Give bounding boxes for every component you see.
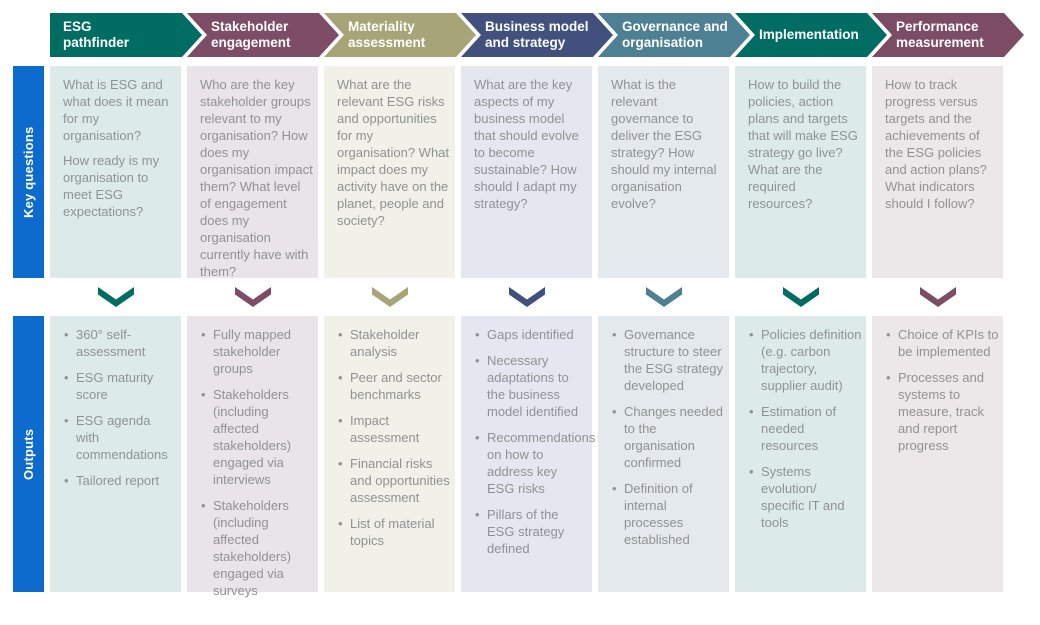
stage-header-cell: Materiality assessment [324, 13, 455, 57]
outputs-materiality-assessment: Stakeholder analysis Peer and sector ben… [324, 316, 455, 592]
stage-header-cell: ESG pathfinder [50, 13, 181, 57]
outputs-list: Fully mapped stakeholder groups Stakehol… [201, 326, 314, 599]
output-item: Stakeholders (including affected stakeho… [201, 386, 314, 488]
outputs-list: 360° self-assessment ESG maturity score … [64, 326, 177, 489]
stage-title: Performance measurement [896, 19, 984, 50]
chevron-cell [735, 287, 866, 307]
outputs-esg-pathfinder: 360° self-assessment ESG maturity score … [50, 316, 181, 592]
output-item: Choice of KPIs to be implemented [886, 326, 999, 360]
output-item: Estimation of needed resources [749, 403, 862, 454]
chevron-down-icon [371, 287, 408, 307]
output-item: Gaps identified [475, 326, 588, 343]
question-text: How ready is my organisation to meet ESG… [63, 153, 160, 219]
stage-title: Materiality assessment [348, 19, 426, 50]
output-item: List of material topics [338, 515, 451, 549]
output-item: Tailored report [64, 472, 177, 489]
chevron-cell [598, 287, 729, 307]
output-item: Necessary adaptations to the business mo… [475, 352, 588, 420]
outputs-list: Governance structure to steer the ESG st… [612, 326, 725, 548]
output-item: Financial risks and opportunities assess… [338, 455, 451, 506]
stage-header-implementation: Implementation [735, 13, 887, 57]
outputs-stakeholder-engagement: Fully mapped stakeholder groups Stakehol… [187, 316, 318, 598]
chevron-row-spacer [13, 287, 44, 307]
question-text: What is ESG and what does it mean for my… [63, 77, 169, 143]
output-item: Policies definition (e.g. carbon traject… [749, 326, 862, 394]
question-text: What is the relevant governance to deliv… [611, 77, 717, 211]
output-item: Stakeholders (including affected stakeho… [201, 497, 314, 599]
chevron-down-icon [919, 287, 956, 307]
question-text: Who are the key stakeholder groups relev… [200, 77, 313, 279]
key-questions-esg-pathfinder: What is ESG and what does it mean for my… [50, 66, 181, 278]
chevron-cell [324, 287, 455, 307]
chevron-down-icon [645, 287, 682, 307]
stage-title: Stakeholder engagement [211, 19, 291, 50]
output-item: Definition of internal processes establi… [612, 480, 725, 548]
stage-title: Implementation [759, 27, 859, 42]
question-text: What are the relevant ESG risks and oppo… [337, 77, 450, 228]
chevron-down-icon [782, 287, 819, 307]
output-item: ESG agenda with commendations [64, 412, 177, 463]
stage-header-cell: Implementation [735, 13, 866, 57]
stage-header-cell: Business model and strategy [461, 13, 592, 57]
esg-roadmap-diagram: ESG pathfinder Stakeholder engagement Ma… [13, 13, 1040, 598]
stage-header-cell: Stakeholder engagement [187, 13, 318, 57]
stage-header-cell: Performance measurement [872, 13, 1003, 57]
row-label-key-questions: Key questions [13, 66, 44, 278]
stage-header-materiality-assessment: Materiality assessment [324, 13, 476, 57]
chevron-down-icon [234, 287, 271, 307]
output-item: ESG maturity score [64, 369, 177, 403]
chevron-cell [187, 287, 318, 307]
output-item: Fully mapped stakeholder groups [201, 326, 314, 377]
key-questions-performance-measurement: How to track progress versus targets and… [872, 66, 1003, 278]
outputs-list: Gaps identified Necessary adaptations to… [475, 326, 595, 557]
output-item: Changes needed to the organisation confi… [612, 403, 725, 471]
output-item: Processes and systems to measure, track … [886, 369, 999, 454]
row-label-outputs: Outputs [13, 316, 44, 592]
stage-title: Business model and strategy [485, 19, 589, 50]
stage-header-cell: Governance and organisation [598, 13, 729, 57]
stage-header-performance-measurement: Performance measurement [872, 13, 1024, 57]
outputs-business-model-strategy: Gaps identified Necessary adaptations to… [461, 316, 595, 592]
output-item: Peer and sector benchmarks [338, 369, 451, 403]
key-questions-governance-organisation: What is the relevant governance to deliv… [598, 66, 729, 278]
outputs-performance-measurement: Choice of KPIs to be implemented Process… [872, 316, 1003, 592]
key-questions-implementation: How to build the policies, action plans … [735, 66, 866, 278]
stage-title: ESG pathfinder [63, 19, 129, 50]
key-questions-business-model-strategy: What are the key aspects of my business … [461, 66, 592, 278]
output-item: 360° self-assessment [64, 326, 177, 360]
stage-title: Governance and organisation [622, 19, 728, 50]
question-text: How to track progress versus targets and… [885, 77, 987, 211]
question-text: How to build the policies, action plans … [748, 77, 858, 211]
outputs-implementation: Policies definition (e.g. carbon traject… [735, 316, 866, 592]
output-item: Pillars of the ESG strategy defined [475, 506, 588, 557]
output-item: Systems evolution/ specific IT and tools [749, 463, 862, 531]
stage-header-stakeholder-engagement: Stakeholder engagement [187, 13, 339, 57]
key-questions-stakeholder-engagement: Who are the key stakeholder groups relev… [187, 66, 318, 279]
output-item: Governance structure to steer the ESG st… [612, 326, 725, 394]
outputs-list: Choice of KPIs to be implemented Process… [886, 326, 999, 454]
chevron-cell [872, 287, 1003, 307]
outputs-list: Stakeholder analysis Peer and sector ben… [338, 326, 451, 549]
stage-header-governance-organisation: Governance and organisation [598, 13, 750, 57]
output-item: Stakeholder analysis [338, 326, 451, 360]
chevron-down-icon [97, 287, 134, 307]
chevron-down-icon [508, 287, 545, 307]
stage-header-business-model-strategy: Business model and strategy [461, 13, 613, 57]
stage-header-esg-pathfinder: ESG pathfinder [50, 13, 202, 57]
header-row-spacer [13, 13, 44, 57]
output-item: Impact assessment [338, 412, 451, 446]
chevron-cell [50, 287, 181, 307]
outputs-list: Policies definition (e.g. carbon traject… [749, 326, 862, 531]
key-questions-materiality-assessment: What are the relevant ESG risks and oppo… [324, 66, 455, 278]
outputs-governance-organisation: Governance structure to steer the ESG st… [598, 316, 729, 592]
question-text: What are the key aspects of my business … [474, 77, 579, 211]
chevron-cell [461, 287, 592, 307]
output-item: Recommendations on how to address key ES… [475, 429, 595, 497]
